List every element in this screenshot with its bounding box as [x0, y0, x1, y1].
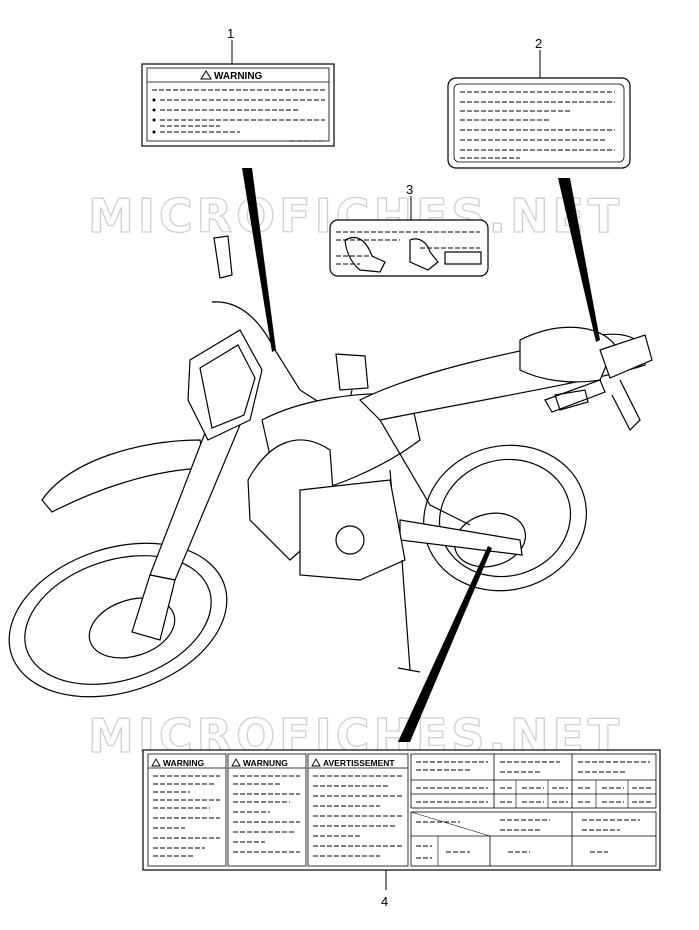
- warning-triangle-icon: [151, 758, 161, 767]
- label-1-warning: WARNING: [141, 63, 335, 147]
- callout-4: 4: [381, 894, 388, 909]
- warning-triangle-icon: [311, 758, 321, 767]
- label-4-multilanguage: WARNING WARNUNG AVERTISSEMENT: [142, 749, 661, 871]
- warning-triangle-icon: [231, 758, 241, 767]
- callout-3: 3: [406, 182, 413, 197]
- label-4-heading-de: WARNUNG: [243, 758, 288, 768]
- callout-1: 1: [227, 26, 234, 41]
- motorcycle-drawing: [8, 235, 653, 698]
- label-4-heading-en: WARNING: [163, 758, 204, 768]
- label-2: [447, 77, 631, 169]
- leader-lines: [231, 40, 600, 890]
- callout-2: 2: [535, 36, 542, 51]
- label-1-heading: WARNING: [214, 71, 263, 82]
- label-4-heading-fr: AVERTISSEMENT: [323, 758, 395, 768]
- label-3-tire-pressure: [329, 219, 489, 277]
- warning-triangle-icon: [200, 70, 212, 80]
